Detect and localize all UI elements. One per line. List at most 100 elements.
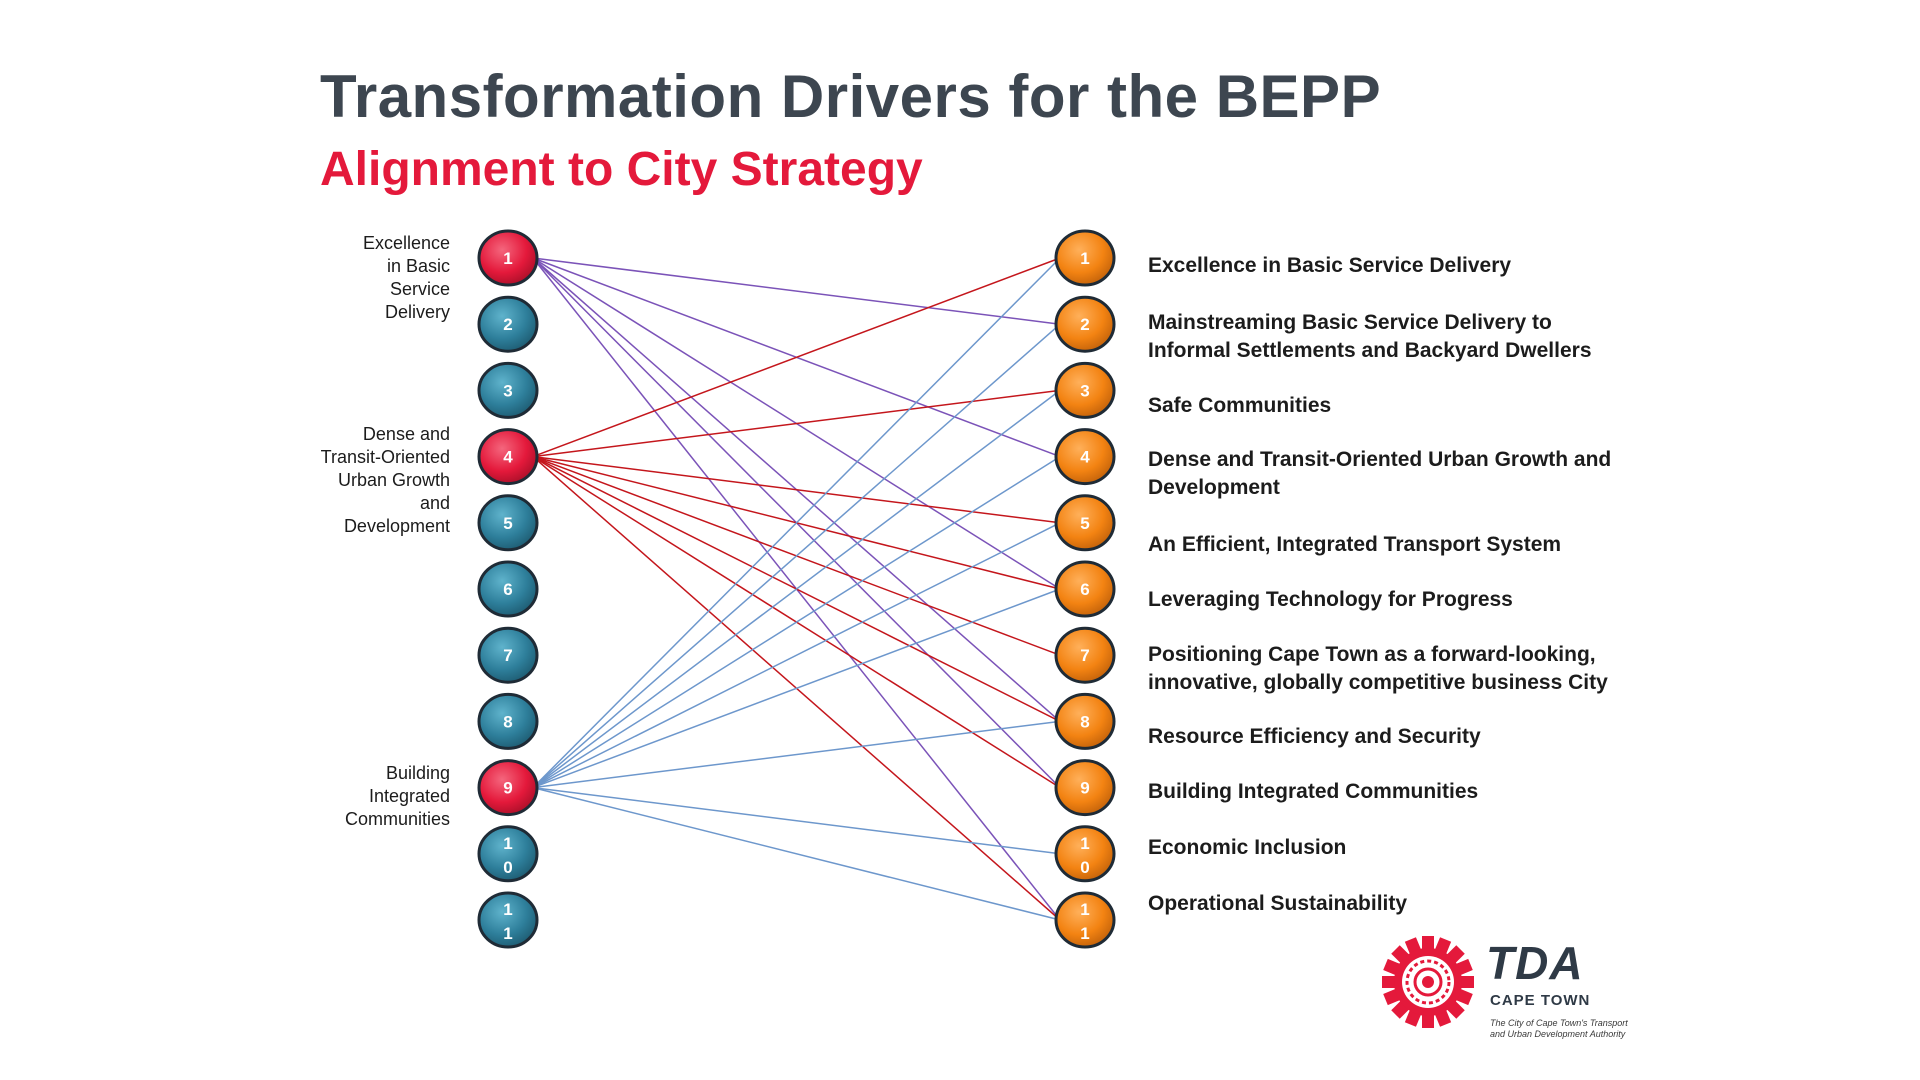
tda-logo: TDA CAPE TOWN The City of Cape Town's Tr… bbox=[1378, 932, 1678, 1052]
right-node-6-number: 6 bbox=[1080, 580, 1089, 599]
link-left-4-to-right-1 bbox=[532, 257, 1061, 458]
right-label-9: Building Integrated Communities bbox=[1148, 780, 1479, 803]
left-node-1-circle bbox=[477, 229, 539, 287]
left-node-9-number: 9 bbox=[503, 779, 512, 798]
left-node-2: 2 bbox=[477, 295, 539, 353]
left-node-4-circle bbox=[477, 428, 539, 486]
link-left-9-to-right-5 bbox=[532, 522, 1061, 789]
left-node-9-circle bbox=[477, 759, 539, 817]
right-node-8-number: 8 bbox=[1080, 712, 1089, 731]
right-label-10: Economic Inclusion bbox=[1148, 836, 1347, 859]
link-left-9-to-right-2 bbox=[532, 323, 1061, 789]
right-node-4-circle bbox=[1054, 428, 1116, 486]
right-node-3-number: 3 bbox=[1080, 381, 1089, 400]
left-label-1: Excellence in Basic Service Delivery bbox=[362, 233, 450, 322]
left-node-7-number: 7 bbox=[503, 646, 512, 665]
right-node-2: 2 bbox=[1054, 295, 1116, 353]
link-left-1-to-right-2 bbox=[532, 257, 1061, 325]
left-node-3-number: 3 bbox=[503, 381, 512, 400]
right-label-2: Mainstreaming Basic Service Delivery to … bbox=[1148, 311, 1592, 362]
right-label-8: Resource Efficiency and Security bbox=[1148, 725, 1481, 748]
right-node-8: 8 bbox=[1054, 692, 1116, 750]
right-label-7: Positioning Cape Town as a forward-looki… bbox=[1148, 643, 1608, 694]
link-left-4-to-right-3 bbox=[532, 389, 1061, 458]
left-node-5-number: 5 bbox=[503, 514, 512, 533]
right-node-10-circle bbox=[1054, 825, 1116, 883]
left-node-3: 3 bbox=[477, 361, 539, 419]
link-left-9-to-right-3 bbox=[532, 389, 1061, 789]
right-node-10-number: 0 bbox=[1080, 858, 1089, 877]
left-node-1: 1 bbox=[477, 229, 539, 287]
right-label-5: An Efficient, Integrated Transport Syste… bbox=[1148, 533, 1562, 556]
left-node-3-circle bbox=[477, 361, 539, 419]
left-node-10-circle bbox=[477, 825, 539, 883]
right-node-8-circle bbox=[1054, 692, 1116, 750]
link-left-9-to-right-10 bbox=[532, 786, 1061, 855]
logo-city: CAPE TOWN bbox=[1490, 992, 1591, 1009]
left-node-4: 4 bbox=[477, 428, 539, 486]
link-left-9-to-right-4 bbox=[532, 455, 1061, 789]
right-label-1: Excellence in Basic Service Delivery bbox=[1148, 254, 1512, 277]
left-node-2-number: 2 bbox=[503, 315, 512, 334]
left-node-2-circle bbox=[477, 295, 539, 353]
right-node-9: 9 bbox=[1054, 759, 1116, 817]
right-node-11: 11 bbox=[1054, 891, 1116, 949]
left-node-10-number: 1 bbox=[503, 834, 512, 853]
right-node-10-number: 1 bbox=[1080, 834, 1089, 853]
logo-name: TDA bbox=[1486, 937, 1584, 989]
slide-title: Transformation Drivers for the BEPP bbox=[320, 63, 1382, 130]
tda-emblem-icon bbox=[1382, 936, 1474, 1028]
right-node-3: 3 bbox=[1054, 361, 1116, 419]
right-label-4: Dense and Transit-Oriented Urban Growth … bbox=[1148, 448, 1612, 499]
right-node-7-circle bbox=[1054, 626, 1116, 684]
right-label-6: Leveraging Technology for Progress bbox=[1148, 588, 1513, 611]
left-node-5-circle bbox=[477, 494, 539, 552]
left-node-4-number: 4 bbox=[503, 448, 513, 467]
left-node-6: 6 bbox=[477, 560, 539, 618]
left-node-7-circle bbox=[477, 626, 539, 684]
right-node-4: 4 bbox=[1054, 428, 1116, 486]
left-node-9: 9 bbox=[477, 759, 539, 817]
right-node-3-circle bbox=[1054, 361, 1116, 419]
right-node-7: 7 bbox=[1054, 626, 1116, 684]
slide-subtitle: Alignment to City Strategy bbox=[320, 143, 923, 196]
link-left-9-to-right-6 bbox=[532, 588, 1061, 789]
right-node-1-number: 1 bbox=[1080, 249, 1089, 268]
link-left-9-to-right-1 bbox=[532, 257, 1061, 789]
left-node-8-circle bbox=[477, 692, 539, 750]
right-node-1: 1 bbox=[1054, 229, 1116, 287]
right-node-2-number: 2 bbox=[1080, 315, 1089, 334]
link-left-9-to-right-8 bbox=[532, 720, 1061, 789]
right-label-11: Operational Sustainability bbox=[1148, 892, 1408, 915]
left-node-11: 11 bbox=[477, 891, 539, 949]
link-left-9-to-right-11 bbox=[532, 786, 1061, 921]
left-node-6-circle bbox=[477, 560, 539, 618]
left-node-8: 8 bbox=[477, 692, 539, 750]
right-node-6: 6 bbox=[1054, 560, 1116, 618]
left-node-1-number: 1 bbox=[503, 249, 512, 268]
right-node-11-circle bbox=[1054, 891, 1116, 949]
left-label-9: Building Integrated Communities bbox=[344, 763, 450, 829]
left-label-4: Dense and Transit-Oriented Urban Growth … bbox=[320, 424, 450, 536]
right-node-11-number: 1 bbox=[1080, 900, 1089, 919]
right-node-7-number: 7 bbox=[1080, 646, 1089, 665]
right-node-11-number: 1 bbox=[1080, 924, 1089, 943]
right-node-5: 5 bbox=[1054, 494, 1116, 552]
right-label-3: Safe Communities bbox=[1148, 394, 1332, 417]
right-node-5-number: 5 bbox=[1080, 514, 1089, 533]
left-node-10-number: 0 bbox=[503, 858, 512, 877]
left-node-11-number: 1 bbox=[503, 924, 512, 943]
right-node-4-number: 4 bbox=[1080, 448, 1090, 467]
right-node-6-circle bbox=[1054, 560, 1116, 618]
right-node-1-circle bbox=[1054, 229, 1116, 287]
links-layer bbox=[532, 257, 1061, 921]
logo-tagline: The City of Cape Town's Transport and Ur… bbox=[1490, 1018, 1628, 1039]
left-node-7: 7 bbox=[477, 626, 539, 684]
right-node-5-circle bbox=[1054, 494, 1116, 552]
right-node-9-circle bbox=[1054, 759, 1116, 817]
left-node-8-number: 8 bbox=[503, 712, 512, 731]
right-node-10: 10 bbox=[1054, 825, 1116, 883]
link-left-4-to-right-5 bbox=[532, 455, 1061, 524]
